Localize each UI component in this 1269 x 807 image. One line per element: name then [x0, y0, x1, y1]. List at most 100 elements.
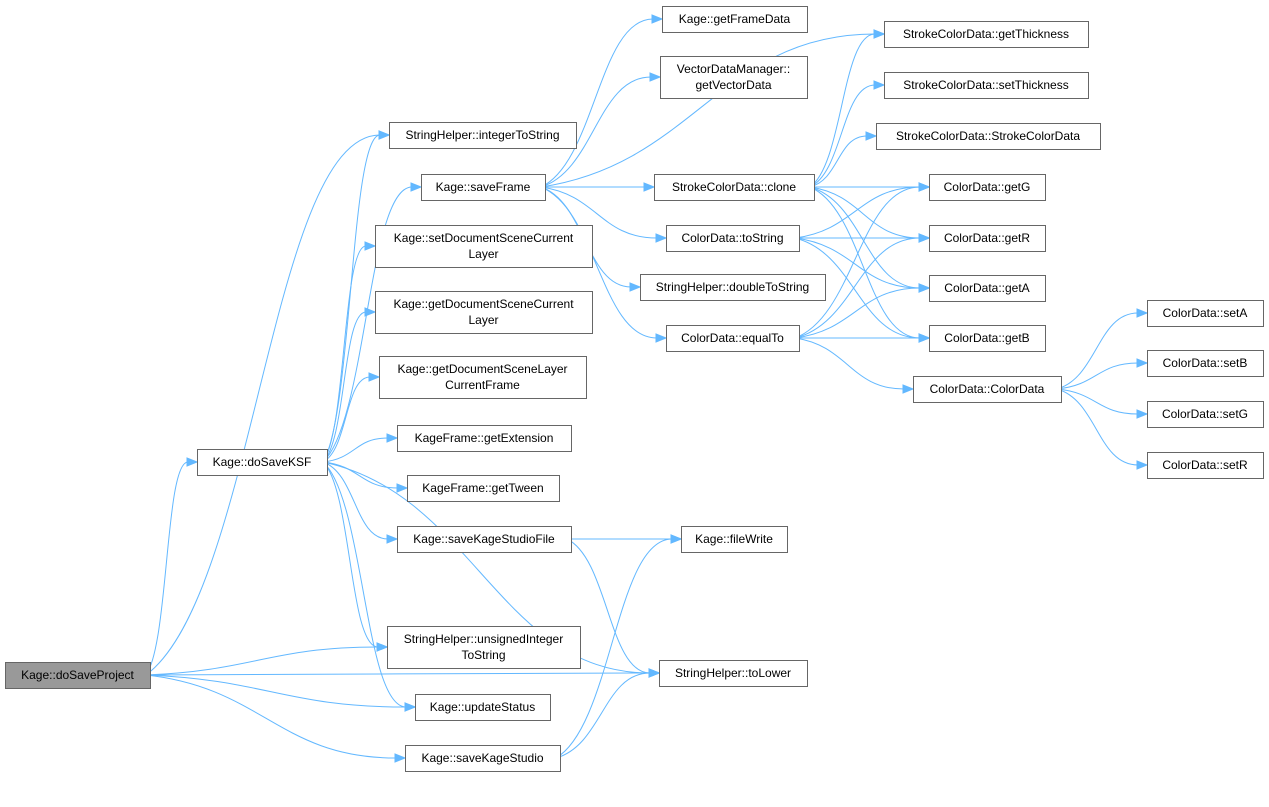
node-get-b[interactable]: ColorData::getB	[929, 325, 1046, 352]
node-label: Layer	[468, 247, 498, 261]
node-box[interactable]	[681, 526, 788, 553]
node-label: StrokeColorData::clone	[672, 180, 796, 194]
node-set-thickness[interactable]: StrokeColorData::setThickness	[884, 72, 1089, 99]
node-label: StrokeColorData::setThickness	[903, 78, 1068, 92]
node-get-r[interactable]: ColorData::getR	[929, 225, 1046, 252]
node-label: Kage::saveKageStudioFile	[413, 532, 555, 546]
node-label: StrokeColorData::getThickness	[903, 27, 1069, 41]
node-do-save-ksf[interactable]: Kage::doSaveKSF	[197, 449, 328, 476]
node-box[interactable]	[407, 475, 560, 502]
node-box[interactable]	[876, 123, 1101, 150]
node-set-b[interactable]: ColorData::setB	[1147, 350, 1264, 377]
node-box[interactable]	[197, 449, 328, 476]
edge-do-save-project-to-do-save-ksf	[145, 461, 189, 676]
node-stroke-ctor[interactable]: StrokeColorData::StrokeColorData	[876, 123, 1101, 150]
node-box[interactable]	[1147, 300, 1264, 327]
node-box[interactable]	[654, 174, 815, 201]
node-integer-to-string[interactable]: StringHelper::integerToString	[389, 122, 577, 149]
node-double-to-string[interactable]: StringHelper::doubleToString	[640, 274, 826, 301]
edge-equal-to-to-get-a	[794, 287, 921, 339]
node-label: ColorData::setR	[1162, 458, 1248, 472]
arrowhead-color-ctor-to-set-g	[1136, 409, 1149, 419]
node-box[interactable]	[666, 225, 800, 252]
node-box[interactable]	[1147, 350, 1264, 377]
node-get-extension[interactable]: KageFrame::getExtension	[397, 425, 572, 452]
node-label: ColorData::getG	[944, 180, 1031, 194]
arrowhead-save-frame-to-get-vector-data	[649, 72, 662, 82]
node-box[interactable]	[389, 122, 577, 149]
node-box[interactable]	[397, 425, 572, 452]
node-save-kage-studio[interactable]: Kage::saveKageStudio	[405, 745, 561, 772]
node-color-to-string[interactable]: ColorData::toString	[666, 225, 800, 252]
node-box[interactable]	[415, 694, 551, 721]
node-color-ctor[interactable]: ColorData::ColorData	[913, 376, 1062, 403]
node-label: KageFrame::getExtension	[415, 431, 554, 445]
node-box[interactable]	[929, 225, 1046, 252]
node-update-status[interactable]: Kage::updateStatus	[415, 694, 551, 721]
node-to-lower[interactable]: StringHelper::toLower	[659, 660, 808, 687]
arrowhead-do-save-ksf-to-get-document-scene-current-layer	[364, 307, 377, 317]
node-box[interactable]	[387, 626, 581, 669]
node-box[interactable]	[884, 21, 1089, 48]
node-label: Layer	[468, 313, 498, 327]
node-box[interactable]	[659, 660, 808, 687]
node-save-frame[interactable]: Kage::saveFrame	[421, 174, 546, 201]
edge-save-frame-to-get-frame-data	[540, 18, 654, 188]
node-label: Kage::doSaveKSF	[213, 455, 312, 469]
node-save-kage-studio-file[interactable]: Kage::saveKageStudioFile	[397, 526, 572, 553]
node-box[interactable]	[405, 745, 561, 772]
arrowhead-do-save-ksf-to-get-document-scene-layer-current-frame	[368, 372, 381, 382]
node-get-a[interactable]: ColorData::getA	[929, 275, 1046, 302]
edge-save-frame-to-equal-to	[540, 186, 658, 339]
edge-color-ctor-to-set-g	[1056, 388, 1139, 415]
node-box[interactable]	[421, 174, 546, 201]
arrowhead-stroke-clone-to-get-thickness	[873, 29, 886, 39]
arrowhead-color-ctor-to-set-b	[1136, 358, 1149, 368]
node-box[interactable]	[662, 6, 808, 33]
edge-do-save-ksf-to-set-document-scene-current-layer	[322, 245, 367, 463]
edge-save-frame-to-get-vector-data	[540, 76, 652, 188]
arrowhead-do-save-ksf-to-unsigned-integer-to-string	[376, 642, 389, 652]
node-box[interactable]	[660, 56, 808, 99]
edge-do-save-ksf-to-unsigned-integer-to-string	[322, 461, 379, 648]
node-box[interactable]	[640, 274, 826, 301]
node-box[interactable]	[884, 72, 1089, 99]
edge-save-kage-studio-to-file-write	[555, 538, 673, 759]
node-box[interactable]	[666, 325, 800, 352]
node-get-frame-data[interactable]: Kage::getFrameData	[662, 6, 808, 33]
arrowhead-stroke-clone-to-set-thickness	[873, 80, 886, 90]
node-get-thickness[interactable]: StrokeColorData::getThickness	[884, 21, 1089, 48]
node-label: StringHelper::doubleToString	[656, 280, 809, 294]
node-equal-to[interactable]: ColorData::equalTo	[666, 325, 800, 352]
arrowhead-do-save-ksf-to-get-tween	[396, 483, 409, 493]
node-box[interactable]	[5, 662, 151, 689]
node-set-r[interactable]: ColorData::setR	[1147, 452, 1264, 479]
node-label: Kage::getDocumentSceneLayer	[397, 362, 567, 376]
edge-do-save-ksf-to-update-status	[322, 461, 407, 708]
node-get-vector-data[interactable]: VectorDataManager::getVectorData	[660, 56, 808, 99]
node-get-tween[interactable]: KageFrame::getTween	[407, 475, 560, 502]
node-file-write[interactable]: Kage::fileWrite	[681, 526, 788, 553]
edge-color-to-string-to-get-b	[794, 237, 921, 339]
node-get-g[interactable]: ColorData::getG	[929, 174, 1046, 201]
node-box[interactable]	[1147, 401, 1264, 428]
node-box[interactable]	[375, 291, 593, 334]
node-set-g[interactable]: ColorData::setG	[1147, 401, 1264, 428]
node-stroke-clone[interactable]: StrokeColorData::clone	[654, 174, 815, 201]
arrowhead-do-save-ksf-to-integer-to-string	[378, 130, 391, 140]
node-box[interactable]	[1147, 452, 1264, 479]
node-box[interactable]	[379, 356, 587, 399]
node-box[interactable]	[397, 526, 572, 553]
node-box[interactable]	[929, 325, 1046, 352]
node-box[interactable]	[913, 376, 1062, 403]
node-label: ColorData::getR	[944, 231, 1030, 245]
node-box[interactable]	[929, 275, 1046, 302]
node-set-a[interactable]: ColorData::setA	[1147, 300, 1264, 327]
node-do-save-project[interactable]: Kage::doSaveProject	[5, 662, 151, 689]
node-box[interactable]	[929, 174, 1046, 201]
node-box[interactable]	[375, 225, 593, 268]
